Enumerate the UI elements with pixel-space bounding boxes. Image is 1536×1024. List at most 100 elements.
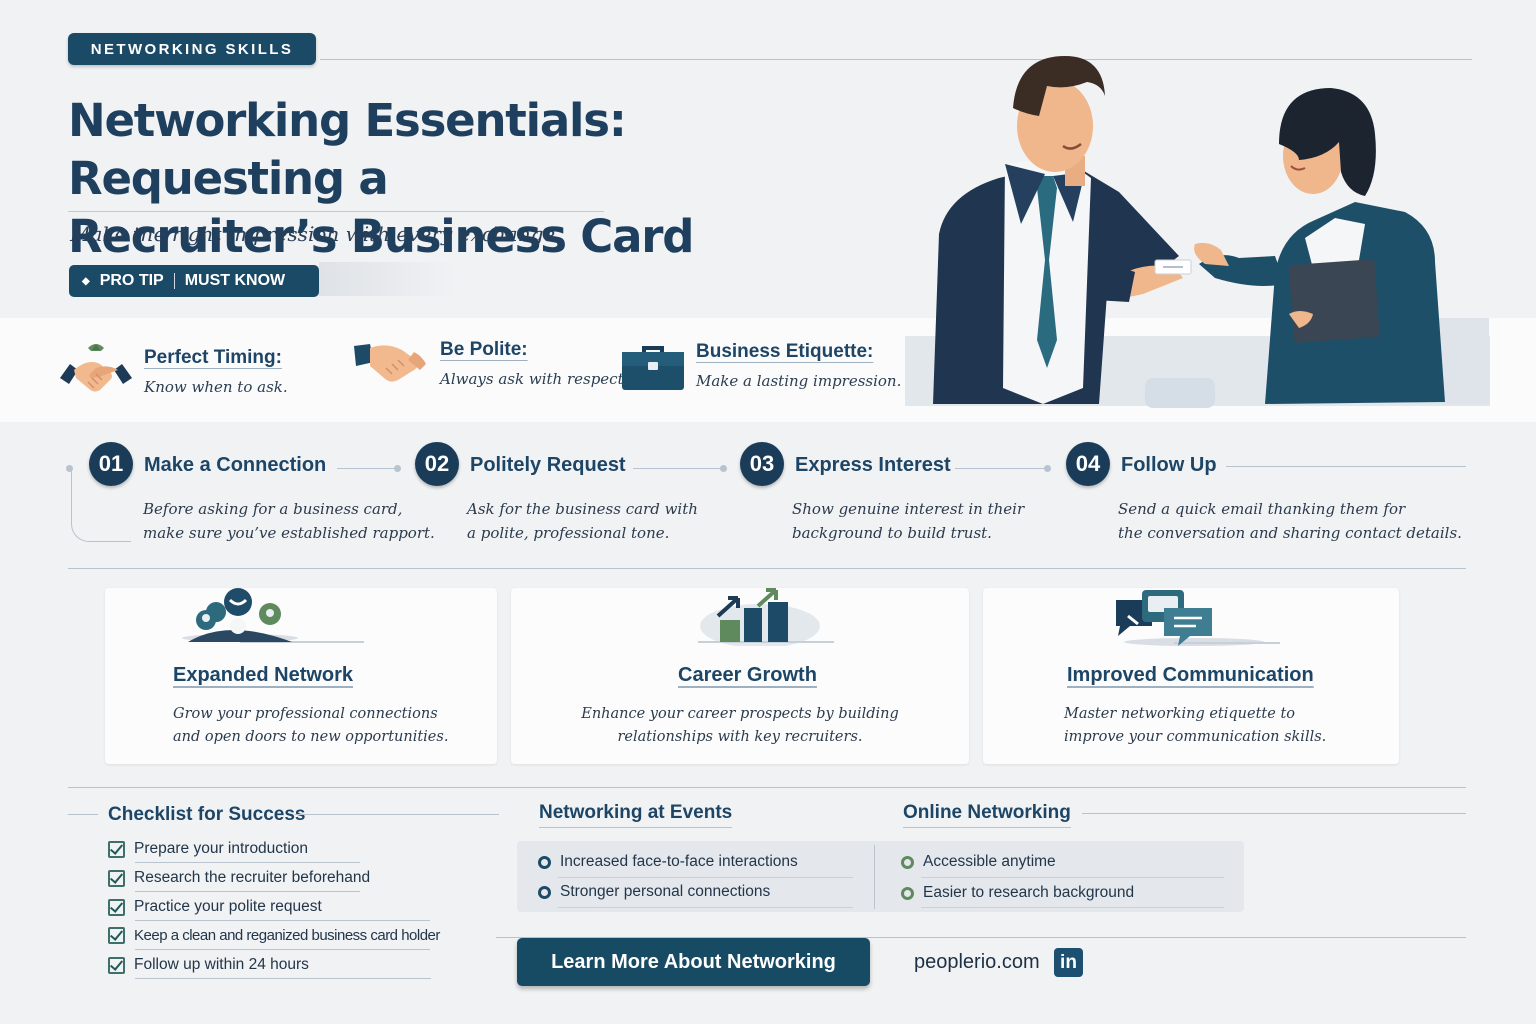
highlight-text: Know when to ask. [144, 377, 288, 396]
bullet-icon [901, 886, 914, 900]
checklist-item-label: Follow up within 24 hours [134, 956, 309, 973]
benefit-title: Improved Communication [1067, 664, 1314, 686]
benefit-title: Career Growth [678, 664, 817, 686]
divider [135, 862, 360, 863]
woman-hand [1194, 242, 1229, 266]
decorative-fade [319, 262, 459, 296]
highlight-label: Business Etiquette: [696, 340, 874, 362]
learn-more-button[interactable]: Learn More About Networking [517, 938, 870, 986]
benefit-title: Expanded Network [173, 664, 354, 686]
woman-hair [1279, 88, 1376, 196]
connector-line [337, 468, 394, 469]
events-item: Stronger personal connections [538, 883, 770, 901]
highlight-label: Perfect Timing: [144, 346, 282, 368]
handshake-icon [60, 344, 132, 392]
handshake-icon [354, 344, 426, 382]
benefit-description-line: Master networking etiquette to [1064, 706, 1296, 722]
step-description-line: Show genuine interest in their [792, 500, 1025, 518]
divider [135, 978, 431, 979]
website-link[interactable]: peoplerio.com [914, 951, 1040, 973]
divider [135, 920, 430, 921]
step-description-line: background to build trust. [792, 524, 992, 542]
benefit-description-line: and open doors to new opportunities. [173, 729, 449, 745]
benefit-description: Enhance your career prospects by buildin… [511, 703, 969, 749]
step-1: 01 [89, 442, 133, 486]
growth-chart-icon [698, 588, 834, 646]
highlight-be-polite: Be Polite: Always ask with respect. [352, 338, 628, 388]
timeline-connector [71, 470, 131, 542]
divider [558, 907, 853, 908]
checkbox-checked-icon [108, 840, 125, 858]
step-title: Express Interest [795, 454, 951, 476]
benefit-description: Master networking etiquette to improve y… [1064, 703, 1326, 749]
timeline-dot [720, 465, 727, 472]
checklist-item-label: Research the recruiter beforehand [134, 869, 371, 886]
benefit-description-line: improve your communication skills. [1064, 729, 1327, 745]
step-description-line: Ask for the business card with [467, 500, 698, 518]
timeline-dot [66, 465, 73, 472]
step-description-line: the conversation and sharing contact det… [1118, 524, 1462, 542]
events-item-label: Increased face-to-face interactions [560, 853, 798, 870]
divider [496, 937, 1466, 938]
divider [1082, 813, 1466, 814]
checklist-item: Keep a clean and reganized business card… [108, 927, 440, 944]
pro-tip-label: PRO TIP [99, 272, 164, 289]
bullet-icon [538, 885, 551, 899]
diamond-icon: ◆ [82, 275, 90, 287]
connector-line [1226, 466, 1466, 467]
divider [921, 907, 1224, 908]
step-number: 03 [740, 442, 784, 486]
chat-bubbles-icon [1116, 590, 1280, 646]
section-tag: NETWORKING SKILLS [68, 33, 316, 65]
step-4: 04 [1066, 442, 1110, 486]
checkbox-checked-icon [108, 898, 125, 916]
benefit-description-line: relationships with key recruiters. [617, 729, 863, 745]
online-title: Online Networking [903, 802, 1071, 828]
step-number: 02 [415, 442, 459, 486]
checklist-item-label: Practice your polite request [134, 898, 322, 915]
step-description: Before asking for a business card, make … [143, 497, 435, 545]
checklist-item: Research the recruiter beforehand [108, 869, 370, 887]
online-item: Easier to research background [901, 884, 1134, 902]
divider [68, 814, 98, 815]
page-title-line-2: Recruiter’s Business Card [68, 210, 694, 263]
step-description-line: a polite, professional tone. [467, 524, 670, 542]
highlight-text: Make a lasting impression. [696, 371, 902, 390]
step-description: Send a quick email thanking them for the… [1118, 497, 1462, 545]
briefcase-icon [622, 346, 684, 390]
man-hair [1013, 56, 1105, 116]
pro-tip-badge: ◆ PRO TIP MUST KNOW [69, 265, 319, 297]
step-2: 02 [415, 442, 459, 486]
bullet-icon [538, 855, 551, 869]
highlight-business-etiquette: Business Etiquette: Make a lasting impre… [620, 338, 901, 392]
checklist-item: Prepare your introduction [108, 840, 308, 858]
step-number: 04 [1066, 442, 1110, 486]
must-know-label: MUST KNOW [184, 272, 286, 289]
page-title: Networking Essentials: Requesting a Recr… [68, 92, 858, 266]
step-description-line: Before asking for a business card, [143, 500, 403, 518]
events-title: Networking at Events [539, 802, 733, 828]
checklist-title: Checklist for Success [108, 804, 306, 825]
events-item: Increased face-to-face interactions [538, 853, 798, 871]
checklist-item: Practice your polite request [108, 898, 322, 916]
online-item: Accessible anytime [901, 853, 1056, 871]
linkedin-icon[interactable]: in [1054, 948, 1083, 977]
checkbox-checked-icon [108, 927, 125, 944]
divider [874, 845, 875, 909]
timeline-dot [1044, 465, 1051, 472]
business-card-exchange-illustration [905, 56, 1490, 408]
divider [320, 59, 1472, 60]
connector-line [955, 468, 1045, 469]
checklist-item-label: Prepare your introduction [134, 840, 309, 857]
step-description-line: make sure you’ve established rapport. [143, 524, 435, 542]
divider [68, 211, 604, 212]
highlight-label: Be Polite: [440, 338, 528, 360]
divider [135, 891, 360, 892]
step-number: 01 [89, 442, 133, 486]
step-description: Ask for the business card with a polite,… [467, 497, 698, 545]
divider [68, 568, 1466, 569]
benefit-description: Grow your professional connections and o… [173, 703, 448, 749]
divider [68, 787, 1466, 788]
divider [295, 814, 499, 815]
connector-line [633, 468, 721, 469]
